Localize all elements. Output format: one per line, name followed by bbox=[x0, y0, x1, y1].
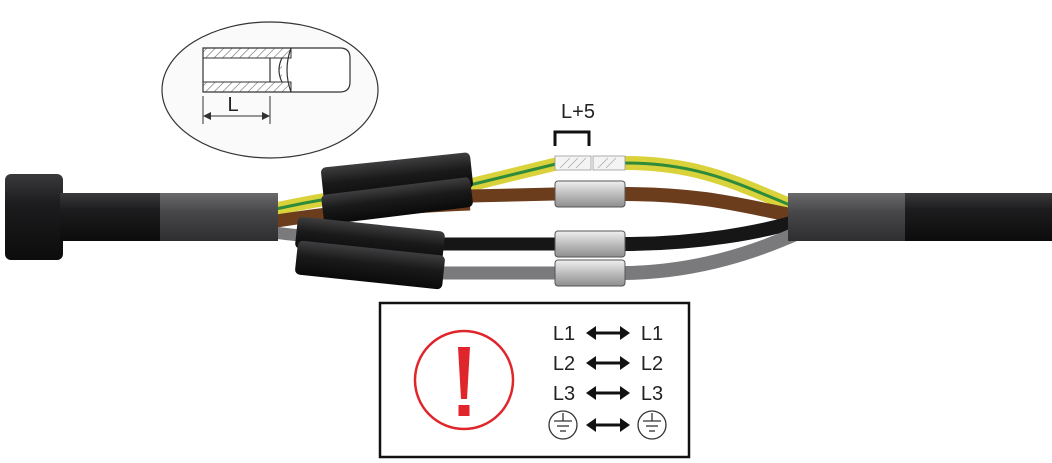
right-cable bbox=[788, 193, 1052, 241]
legend-row-2-left: L2 bbox=[553, 353, 575, 375]
connector-grey bbox=[554, 259, 626, 287]
connector-stop bbox=[278, 57, 283, 83]
connector-outline bbox=[202, 47, 351, 93]
legend-row-3-right: L3 bbox=[641, 383, 663, 405]
black-wire-right bbox=[624, 215, 797, 251]
legend-row-1-left: L1 bbox=[553, 323, 575, 345]
phase-matching-legend: L1 L1 L2 L2 L3 L3 bbox=[378, 301, 691, 459]
double-arrow-icon bbox=[586, 326, 630, 340]
shrink-tube-2 bbox=[321, 177, 473, 225]
crimp-connectors bbox=[554, 180, 626, 287]
cable-gland bbox=[5, 174, 63, 260]
strip-length-label: L+5 bbox=[561, 101, 595, 123]
legend-row-1-right: L1 bbox=[641, 323, 663, 345]
stripped-conductor-right bbox=[592, 155, 626, 171]
left-cable-jacket bbox=[60, 193, 164, 241]
heat-shrink-tubes bbox=[295, 152, 473, 290]
dimension-label: L bbox=[227, 94, 238, 116]
double-arrow-icon bbox=[586, 418, 630, 432]
double-arrow-icon bbox=[586, 356, 630, 370]
double-arrow-icon bbox=[586, 386, 630, 400]
connector-wall-top bbox=[202, 47, 292, 59]
right-cable-jacket bbox=[905, 193, 1052, 241]
strip-length-bracket bbox=[553, 130, 591, 146]
detail-inset: L bbox=[161, 21, 379, 159]
grey-wire-right bbox=[624, 225, 803, 280]
earth-ground-icon bbox=[637, 410, 667, 440]
earth-ground-icon bbox=[548, 410, 578, 440]
connector-brown bbox=[554, 180, 626, 208]
right-cable-sleeve bbox=[788, 193, 908, 241]
legend-row-3-left: L3 bbox=[553, 383, 575, 405]
conductors: L+5 bbox=[440, 101, 803, 280]
legend-row-2-right: L2 bbox=[641, 353, 663, 375]
brown-wire-left bbox=[469, 187, 556, 203]
connector-wall-bottom bbox=[202, 81, 292, 93]
exclamation-icon bbox=[413, 329, 515, 431]
legend-box bbox=[378, 301, 691, 459]
shrink-tube-4 bbox=[295, 240, 445, 290]
connector-black bbox=[554, 230, 626, 258]
left-cable-sleeve bbox=[160, 193, 278, 241]
brown-wire-right bbox=[624, 187, 792, 222]
